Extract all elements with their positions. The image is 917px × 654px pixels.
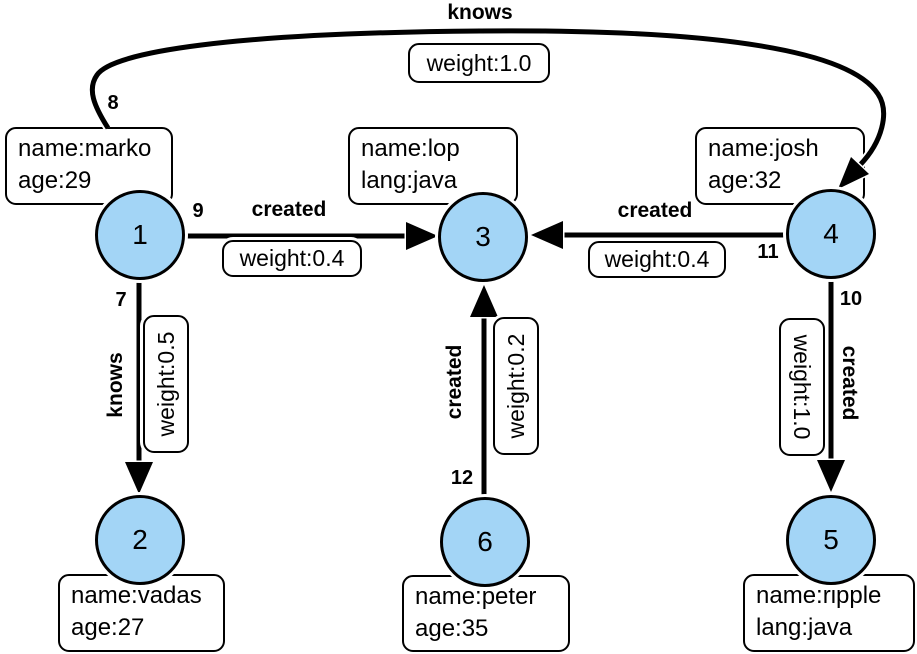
vertex-3: 3	[438, 192, 528, 282]
property-line: lang:java	[756, 614, 853, 641]
vertex-4: 4	[786, 189, 876, 279]
edge-12-label: created	[443, 344, 466, 420]
edge-8-label: knows	[447, 1, 513, 24]
property-line: name:lop	[361, 135, 460, 162]
property-line: age:32	[708, 167, 782, 194]
property-line: name:marko	[18, 135, 152, 162]
arrowhead	[527, 218, 565, 252]
edge-8-id: 8	[107, 92, 119, 114]
vertex-1-properties-box: name:marko age:29	[5, 127, 173, 205]
property-line: age:27	[71, 614, 145, 641]
edge-10-id: 10	[839, 288, 863, 310]
property-line: age:35	[415, 615, 489, 642]
edge-8-weight-box: weight:1.0	[408, 43, 550, 83]
edge-10-label: created	[838, 345, 861, 421]
property-line: name:vadas	[71, 582, 202, 609]
vertex-1: 1	[95, 190, 185, 280]
vertex-6-properties-box: name:peter age:35	[402, 575, 570, 652]
edge-10-created-line	[814, 278, 848, 496]
edge-12-weight-box: weight:0.2	[493, 317, 539, 455]
vertex-5: 5	[786, 495, 876, 585]
edge-12-id: 12	[450, 467, 474, 489]
edge-11-label: created	[617, 199, 693, 222]
weight-value: weight:0.4	[604, 246, 710, 272]
vertex-id: 2	[132, 524, 148, 555]
vertex-2: 2	[95, 495, 185, 585]
arrowhead	[814, 458, 848, 496]
property-line: name:josh	[708, 135, 819, 162]
vertex-id: 3	[475, 221, 491, 252]
weight-value: weight:1.0	[789, 334, 816, 440]
edge-11-created-line	[527, 218, 786, 252]
weight-value: weight:1.0	[426, 49, 532, 76]
property-line: name:peter	[415, 583, 537, 610]
edge-7-label: knows	[104, 352, 127, 418]
vertex-2-properties-box: name:vadas age:27	[58, 574, 225, 652]
edge-7-knows-line	[122, 279, 156, 498]
vertex-id: 4	[823, 218, 839, 249]
vertex-5-properties-box: name:ripple lang:java	[743, 574, 915, 652]
arrowhead	[404, 219, 442, 253]
edge-9-weight-box: weight:0.4	[222, 240, 362, 277]
edge-12-created-line	[467, 281, 501, 497]
property-line: age:29	[18, 167, 92, 194]
weight-value: weight:0.2	[502, 333, 529, 439]
vertex-4-properties-box: name:josh age:32	[695, 127, 865, 205]
weight-value: weight:0.4	[239, 245, 345, 271]
property-line: lang:java	[361, 167, 458, 194]
edge-7-id: 7	[115, 289, 127, 311]
arrowhead	[467, 281, 501, 319]
arrowhead	[122, 460, 156, 498]
edge-11-weight-box: weight:0.4	[588, 241, 726, 278]
weight-value: weight:0.5	[152, 331, 179, 437]
edge-9-created-line	[185, 219, 442, 253]
edge-9-id: 9	[192, 200, 204, 222]
edge-9-label: created	[251, 198, 327, 221]
edge-7-weight-box: weight:0.5	[143, 315, 189, 453]
property-line: name:ripple	[756, 582, 882, 609]
edge-10-weight-box: weight:1.0	[779, 318, 825, 456]
vertex-6: 6	[440, 497, 530, 587]
vertex-id: 5	[823, 524, 839, 555]
arrowhead	[835, 154, 872, 193]
edge-11-id: 11	[757, 241, 779, 263]
vertex-id: 1	[132, 219, 148, 250]
edge-8-knows-arc	[87, 26, 889, 193]
vertex-id: 6	[477, 526, 493, 557]
